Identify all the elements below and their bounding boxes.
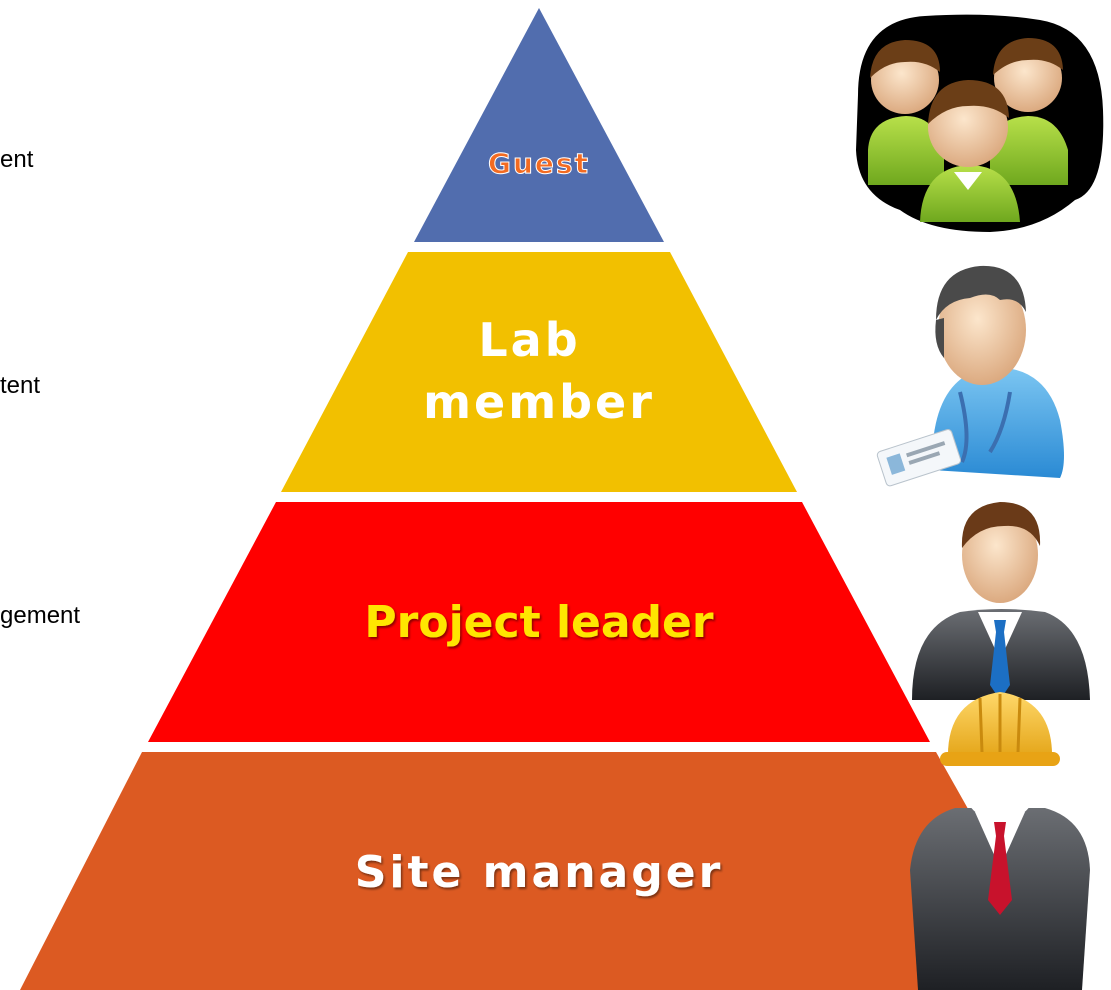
tier-label-guest: Guest [488, 147, 590, 180]
businessman-icon [912, 502, 1090, 700]
user-group-icon [856, 14, 1104, 232]
tier-lab-member [281, 252, 797, 492]
left-text-3: gement [0, 602, 81, 629]
lab-member-with-badge-icon [876, 265, 1064, 487]
tier-guest [414, 8, 664, 242]
tier-label-site-manager: Site manager [355, 847, 724, 898]
tier-label-lab-member: Lab member [423, 313, 655, 429]
left-text-1: ent [0, 146, 34, 173]
tier-site-manager [20, 752, 1070, 990]
tier-project-leader [148, 502, 930, 742]
hard-hat-worker-icon [910, 692, 1090, 990]
left-text-2: tent [0, 372, 41, 399]
tier-label-project-leader: Project leader [364, 597, 713, 648]
